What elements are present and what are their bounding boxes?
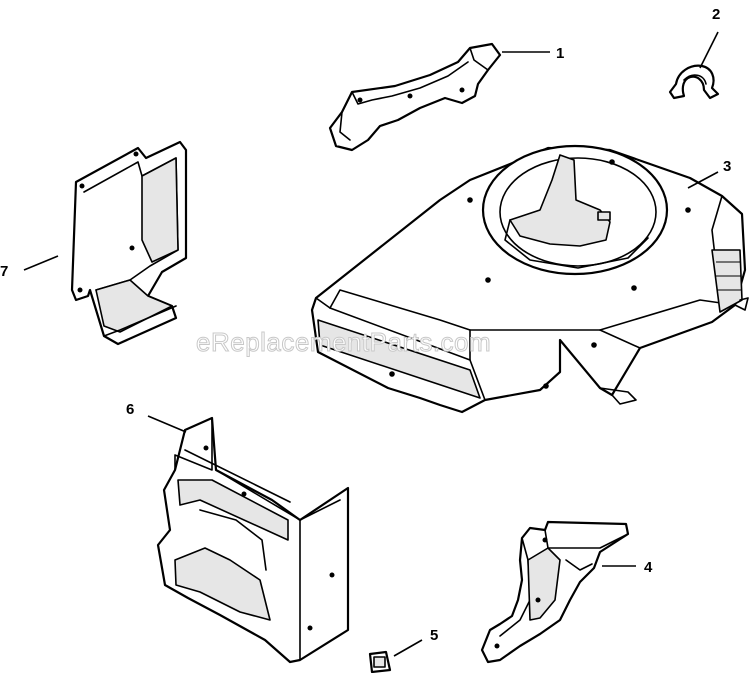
part-1-baffle[interactable] [328,42,502,152]
leader-line-3 [687,171,719,189]
callout-6[interactable]: 6 [126,401,134,418]
callout-4[interactable]: 4 [644,559,653,576]
part-2-clip[interactable] [668,64,720,100]
callout-7[interactable]: 7 [0,263,8,280]
part-6-shroud[interactable] [156,416,350,664]
callout-3[interactable]: 3 [723,158,731,175]
callout-2[interactable]: 2 [712,6,720,23]
part-7-side-baffle[interactable] [70,140,188,346]
leader-line-2 [699,31,719,69]
part-4-lower-baffle[interactable] [480,520,630,664]
leader-line-6 [147,415,187,433]
leader-line-7 [23,255,59,271]
leader-line-5 [393,639,423,657]
watermark-text: eReplacementParts.com [196,327,491,357]
callout-1[interactable]: 1 [556,45,564,62]
part-5-nut[interactable] [368,650,392,673]
part-3-blower-housing[interactable] [310,144,749,414]
callout-5[interactable]: 5 [430,627,438,644]
